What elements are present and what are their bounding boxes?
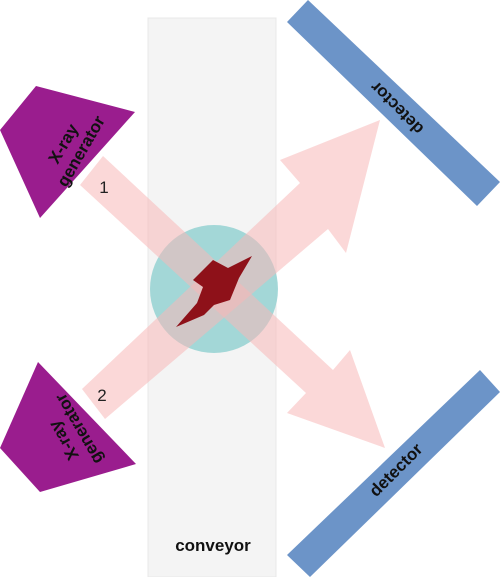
beam-1-label: 1 xyxy=(99,178,108,197)
xray-generator-top xyxy=(0,86,135,218)
detector-top xyxy=(287,0,500,206)
beam-2-label: 2 xyxy=(97,386,106,405)
conveyor-label: conveyor xyxy=(175,536,251,555)
scanned-object xyxy=(176,256,252,327)
detector-bottom xyxy=(287,370,500,577)
xray-generator-bottom xyxy=(0,362,136,492)
